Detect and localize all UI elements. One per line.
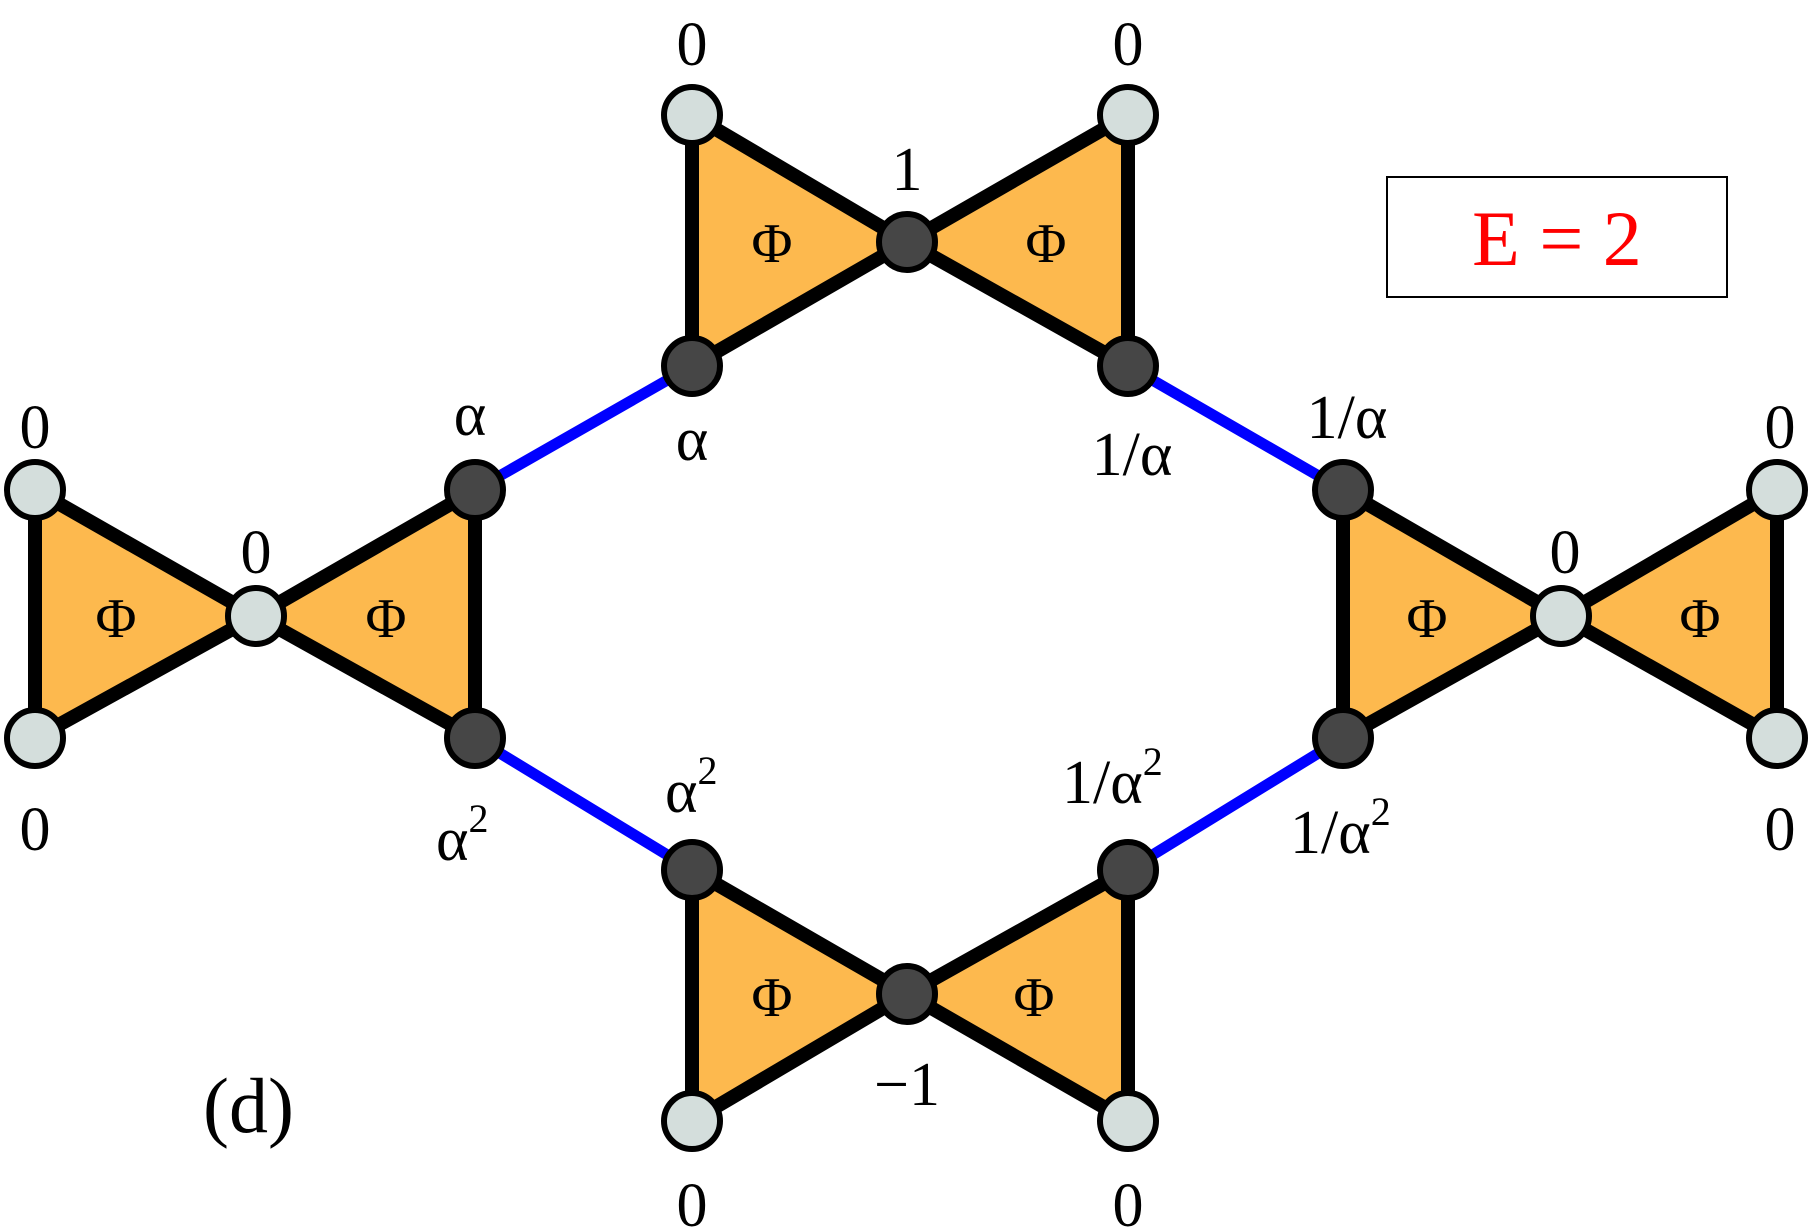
label-right-bottom-inner-exp: 2	[1371, 789, 1391, 834]
triangle-left-left	[28, 477, 271, 750]
site-left-top-outer	[4, 459, 66, 521]
label-bottom-left-inner: α2	[665, 748, 717, 826]
site-bottom-left-inner	[661, 839, 723, 901]
phi-right-left: Φ	[1407, 588, 1448, 650]
site-bottom-right-outer	[1097, 1090, 1159, 1152]
sites	[4, 84, 1808, 1152]
energy-box: E = 2	[1386, 176, 1728, 298]
triangle-top-left	[685, 102, 921, 379]
phi-bottom-right: Φ	[1014, 967, 1055, 1029]
label-right-bottom-inner-base: 1/α	[1290, 799, 1371, 867]
label-right-bottom-inner: 1/α2	[1290, 789, 1391, 867]
label-bottom-right-inner: 1/α2	[1062, 739, 1163, 817]
triangle-right-left	[1336, 477, 1576, 750]
label-bottom-right-inner-exp: 2	[1143, 739, 1163, 784]
phi-left-right: Φ	[366, 588, 407, 650]
link-bottom-right	[1122, 732, 1349, 876]
site-top-right-outer	[1097, 84, 1159, 146]
panel-label: (d)	[203, 1062, 294, 1149]
energy-label: E = 2	[1472, 195, 1642, 282]
triangle-bottom-left	[685, 857, 921, 1134]
label-left-bottom-inner-base: α	[436, 806, 468, 874]
label-top-left-outer: 0	[677, 11, 708, 79]
site-right-bottom-inner	[1312, 707, 1374, 769]
links	[469, 360, 1349, 876]
amplitude-labels: 0 0 1 α 1/α 0 0 0 α α2 1/α 0 0 0 1/α2 α2…	[20, 11, 1796, 1231]
site-left-bottom-inner	[444, 707, 506, 769]
site-bottom-right-inner	[1097, 839, 1159, 901]
site-right-center	[1530, 585, 1592, 647]
triangle-right-right	[1546, 477, 1784, 750]
label-bottom-center: −1	[874, 1051, 940, 1119]
phi-left-left: Φ	[96, 588, 137, 650]
label-left-bottom-outer: 0	[20, 796, 51, 864]
label-bottom-right-inner-base: 1/α	[1062, 749, 1143, 817]
link-bottom-left	[469, 732, 698, 876]
site-right-top-outer	[1746, 459, 1808, 521]
label-top-center: 1	[892, 136, 923, 204]
triangles	[28, 102, 1784, 1134]
site-top-left-inner	[661, 335, 723, 397]
site-right-top-inner	[1312, 459, 1374, 521]
label-top-right-inner: 1/α	[1092, 421, 1173, 489]
phi-top-left: Φ	[752, 213, 793, 275]
label-bottom-left-outer: 0	[677, 1172, 708, 1231]
site-bottom-left-outer	[661, 1090, 723, 1152]
label-right-top-outer: 0	[1765, 394, 1796, 462]
label-left-bottom-inner: α2	[436, 796, 488, 874]
phi-top-right: Φ	[1026, 213, 1067, 275]
label-right-top-inner: 1/α	[1307, 384, 1388, 452]
triangle-top-right	[892, 102, 1135, 378]
triangle-left-right	[241, 477, 482, 750]
label-right-bottom-outer: 0	[1765, 796, 1796, 864]
site-top-left-outer	[661, 84, 723, 146]
site-bottom-center	[876, 963, 938, 1025]
label-right-center: 0	[1550, 519, 1581, 587]
label-left-top-outer: 0	[20, 394, 51, 462]
label-top-left-inner: α	[676, 406, 708, 474]
label-left-top-inner: α	[454, 381, 486, 449]
label-left-bottom-inner-exp: 2	[468, 796, 488, 841]
label-bottom-right-outer: 0	[1113, 1172, 1144, 1231]
site-top-center	[876, 211, 938, 273]
label-bottom-left-inner-exp: 2	[697, 748, 717, 793]
link-top-right	[1122, 360, 1349, 496]
phi-symbols: Φ Φ Φ Φ Φ Φ Φ Φ	[96, 213, 1721, 1029]
phi-bottom-left: Φ	[752, 967, 793, 1029]
triangle-bottom-right	[892, 858, 1135, 1134]
label-top-right-outer: 0	[1113, 11, 1144, 79]
label-bottom-left-inner-base: α	[665, 758, 697, 826]
site-left-center	[225, 585, 287, 647]
site-top-right-inner	[1097, 335, 1159, 397]
link-top-left	[469, 360, 698, 496]
energy-box-frame	[1386, 176, 1728, 298]
label-left-center: 0	[241, 519, 272, 587]
site-left-bottom-outer	[4, 707, 66, 769]
phi-right-right: Φ	[1680, 588, 1721, 650]
site-right-bottom-outer	[1746, 707, 1808, 769]
site-left-top-inner	[444, 459, 506, 521]
